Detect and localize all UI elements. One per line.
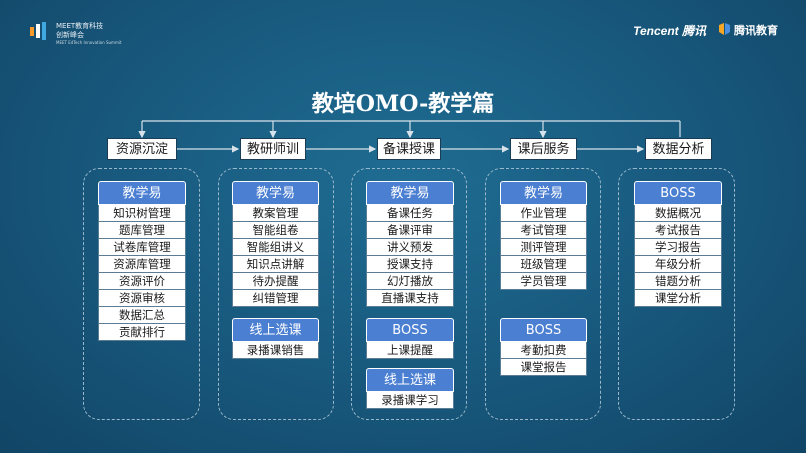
module-item: 讲义预发 xyxy=(366,239,454,256)
module-group-header: BOSS xyxy=(634,181,722,205)
module-item: 考勤扣费 xyxy=(500,342,587,359)
module-item: 录播课学习 xyxy=(366,392,454,409)
module-item: 错题分析 xyxy=(634,273,722,290)
page-title: 教培OMO-教学篇 xyxy=(311,91,495,117)
module-item: 教案管理 xyxy=(232,205,319,222)
module-group-header: 教学易 xyxy=(98,181,186,205)
module-item: 试卷库管理 xyxy=(98,239,186,256)
stage-header-4: 课后服务 xyxy=(510,138,577,160)
tencent-edu-logo-icon xyxy=(719,23,730,35)
stage-panel-3 xyxy=(351,168,467,420)
module-item: 贡献排行 xyxy=(98,324,186,341)
module-item: 课堂报告 xyxy=(500,359,587,376)
stage-panel-1 xyxy=(83,168,200,420)
module-item: 班级管理 xyxy=(500,256,587,273)
module-group-header: 教学易 xyxy=(366,181,454,205)
module-group-header: BOSS xyxy=(366,318,454,342)
module-group-header: 线上选课 xyxy=(232,318,319,342)
module-item: 学员管理 xyxy=(500,273,587,290)
module-group-header: 线上选课 xyxy=(366,368,454,392)
module-group: 教学易作业管理考试管理测评管理班级管理学员管理 xyxy=(500,181,587,290)
module-item: 数据汇总 xyxy=(98,307,186,324)
module-item: 年级分析 xyxy=(634,256,722,273)
module-item: 作业管理 xyxy=(500,205,587,222)
stage-header-1: 资源沉淀 xyxy=(107,138,177,160)
module-group: 教学易知识树管理题库管理试卷库管理资源库管理资源评价资源审核数据汇总贡献排行 xyxy=(98,181,186,341)
module-group: 教学易备课任务备课评审讲义预发授课支持幻灯播放直播课支持 xyxy=(366,181,454,307)
stage-panel-4 xyxy=(485,168,601,420)
module-item: 知识点讲解 xyxy=(232,256,319,273)
module-item: 考试报告 xyxy=(634,222,722,239)
module-item: 考试管理 xyxy=(500,222,587,239)
module-item: 录播课销售 xyxy=(232,342,319,359)
stage-header-2: 教研师训 xyxy=(240,138,306,160)
stage-header-3: 备课授课 xyxy=(377,138,441,160)
tencent-edu-logo-text: 腾讯教育 xyxy=(734,24,778,37)
meet-logo-line2: 创新峰会 xyxy=(56,31,84,39)
module-item: 智能组讲义 xyxy=(232,239,319,256)
stage-panel-2 xyxy=(218,168,334,420)
module-item: 智能组卷 xyxy=(232,222,319,239)
module-item: 资源库管理 xyxy=(98,256,186,273)
module-item: 课堂分析 xyxy=(634,290,722,307)
module-group: 线上选课录播课销售 xyxy=(232,318,319,359)
module-item: 测评管理 xyxy=(500,239,587,256)
module-item: 备课任务 xyxy=(366,205,454,222)
module-item: 题库管理 xyxy=(98,222,186,239)
module-item: 备课评审 xyxy=(366,222,454,239)
meet-logo-icon xyxy=(30,22,46,40)
module-item: 数据概况 xyxy=(634,205,722,222)
module-item: 纠错管理 xyxy=(232,290,319,307)
tencent-edu-logo: 腾讯教育 xyxy=(719,22,778,38)
meet-logo-line3: MEET EdTech Innovation Summit xyxy=(56,40,122,45)
module-item: 待办提醒 xyxy=(232,273,319,290)
module-item: 幻灯播放 xyxy=(366,273,454,290)
module-group-header: 教学易 xyxy=(232,181,319,205)
module-item: 授课支持 xyxy=(366,256,454,273)
module-group: 教学易教案管理智能组卷智能组讲义知识点讲解待办提醒纠错管理 xyxy=(232,181,319,307)
tencent-logo: Tencent 腾讯 xyxy=(633,24,706,38)
module-item: 知识树管理 xyxy=(98,205,186,222)
module-item: 直播课支持 xyxy=(366,290,454,307)
module-group-header: BOSS xyxy=(500,318,587,342)
stage-panel-5 xyxy=(618,168,735,420)
stage-header-5: 数据分析 xyxy=(645,138,712,160)
module-item: 资源审核 xyxy=(98,290,186,307)
module-item: 资源评价 xyxy=(98,273,186,290)
module-item: 学习报告 xyxy=(634,239,722,256)
module-item: 上课提醒 xyxy=(366,342,454,359)
module-group-header: 教学易 xyxy=(500,181,587,205)
module-group: 线上选课录播课学习 xyxy=(366,368,454,409)
meet-logo-line1: MEET教育科技 xyxy=(56,22,104,30)
